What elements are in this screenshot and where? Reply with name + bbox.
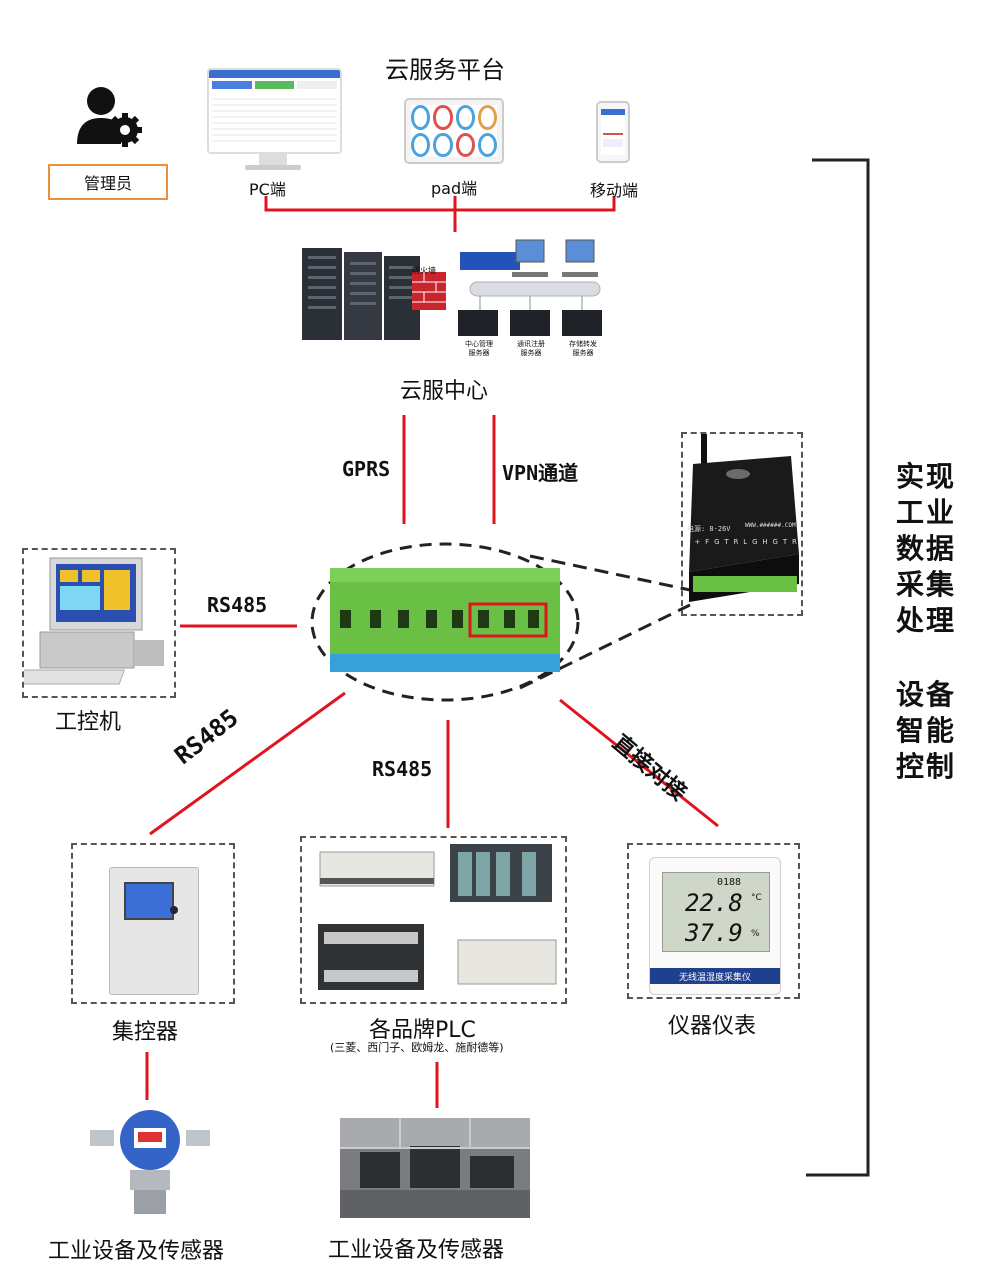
side-text-line1: 实现 (896, 460, 957, 493)
terminal-highlight (468, 602, 548, 638)
meter-bottom-text: 无线温湿度采集仪 (678, 972, 751, 983)
side-text-line7: 智能 (896, 714, 957, 747)
zoom-ellipse (310, 542, 580, 702)
direct-line (559, 698, 719, 828)
controller-label: 集控器 (112, 1020, 179, 1045)
device-power-label: 电源: 8-26V (687, 525, 731, 533)
gprs-label: GPRS (342, 457, 391, 481)
meter-screen: 0188 22.8 °C 37.9 % (662, 872, 770, 952)
side-text-line2: 工业 (896, 496, 957, 529)
platform-bus-line (264, 196, 616, 212)
side-text-line4: 采集 (896, 568, 957, 601)
term-9: G (772, 538, 778, 546)
zoom-line-top (529, 554, 691, 592)
term-10: T (782, 538, 788, 546)
server-label-2: 通讯注册 服务器 (517, 340, 545, 357)
gas-sensor-image (90, 1110, 210, 1218)
pc-label: PC端 (249, 180, 286, 199)
device-url: WWW.######.COM (745, 522, 796, 529)
rs485-diag-line (149, 691, 346, 836)
mobile-device (596, 101, 630, 163)
pc-monitor (207, 68, 342, 178)
term-6: L (743, 538, 748, 546)
admin-label-box: 管理员 (48, 164, 168, 200)
server-label-1: 中心管理 服务器 (465, 340, 493, 357)
pad-device (404, 98, 504, 164)
meter-temp-unit: °C (751, 893, 762, 903)
controller-cabinet (109, 867, 199, 995)
side-text-line5: 处理 (896, 604, 957, 637)
term-2: F (705, 538, 710, 546)
ipc-label: 工控机 (55, 710, 122, 735)
rs485-left-label: RS485 (207, 593, 268, 617)
meter-temperature: 22.8 (685, 889, 743, 917)
factory-image (340, 1118, 530, 1218)
term-0: - (687, 538, 690, 546)
term-8: H (762, 538, 768, 546)
pad-label: pad端 (431, 179, 478, 198)
sensor-right-label: 工业设备及传感器 (328, 1238, 505, 1263)
terminal-block (330, 568, 560, 674)
meter-box: 0188 22.8 °C 37.9 % 无线温湿度采集仪 (627, 843, 800, 999)
admin-icon (75, 84, 145, 150)
term-4: T (724, 538, 729, 546)
term-3: G (714, 538, 720, 546)
cloud-center-image (300, 238, 612, 362)
collector-device-box: 电源: 8-26V WWW.######.COM - + F G T R L G… (681, 432, 803, 616)
vpn-label: VPN通道 (502, 461, 579, 485)
plc-label: 各品牌PLC (369, 1018, 476, 1043)
side-bracket (806, 158, 870, 1177)
mobile-label: 移动端 (590, 181, 639, 200)
meter-device: 0188 22.8 °C 37.9 % 无线温湿度采集仪 (649, 857, 781, 995)
cloud-center-label: 云服中心 (400, 379, 489, 404)
plc-brands: (三菱、西门子、欧姆龙、施耐德等) (330, 1041, 504, 1054)
meter-hum-unit: % (751, 929, 760, 939)
meter-humidity: 37.9 (685, 919, 743, 947)
device-terminal-row: - + F G T R L G H G T R (687, 538, 797, 546)
zoom-line-bottom (519, 603, 691, 690)
meter-label: 仪器仪表 (668, 1014, 757, 1039)
rs485-center-label: RS485 (372, 757, 433, 781)
meter-footer: 无线温湿度采集仪 (650, 968, 780, 984)
term-7: G (752, 538, 758, 546)
firewall-label: 防火墙 (412, 266, 436, 275)
side-text-line3: 数据 (896, 532, 957, 565)
admin-label: 管理员 (83, 174, 132, 193)
term-11: R (791, 538, 797, 546)
platform-title: 云服务平台 (385, 56, 505, 84)
side-text-line8: 控制 (896, 750, 957, 783)
term-5: R (733, 538, 739, 546)
meter-top-reading: 0188 (717, 877, 742, 888)
controller-box (71, 843, 235, 1004)
side-text-line6: 设备 (896, 678, 957, 711)
plc-box (300, 836, 567, 1004)
sensor-left-label: 工业设备及传感器 (48, 1239, 225, 1264)
ipc-box (22, 548, 176, 698)
server-label-3: 存储转发 服务器 (569, 340, 597, 357)
term-1: + (694, 538, 701, 546)
